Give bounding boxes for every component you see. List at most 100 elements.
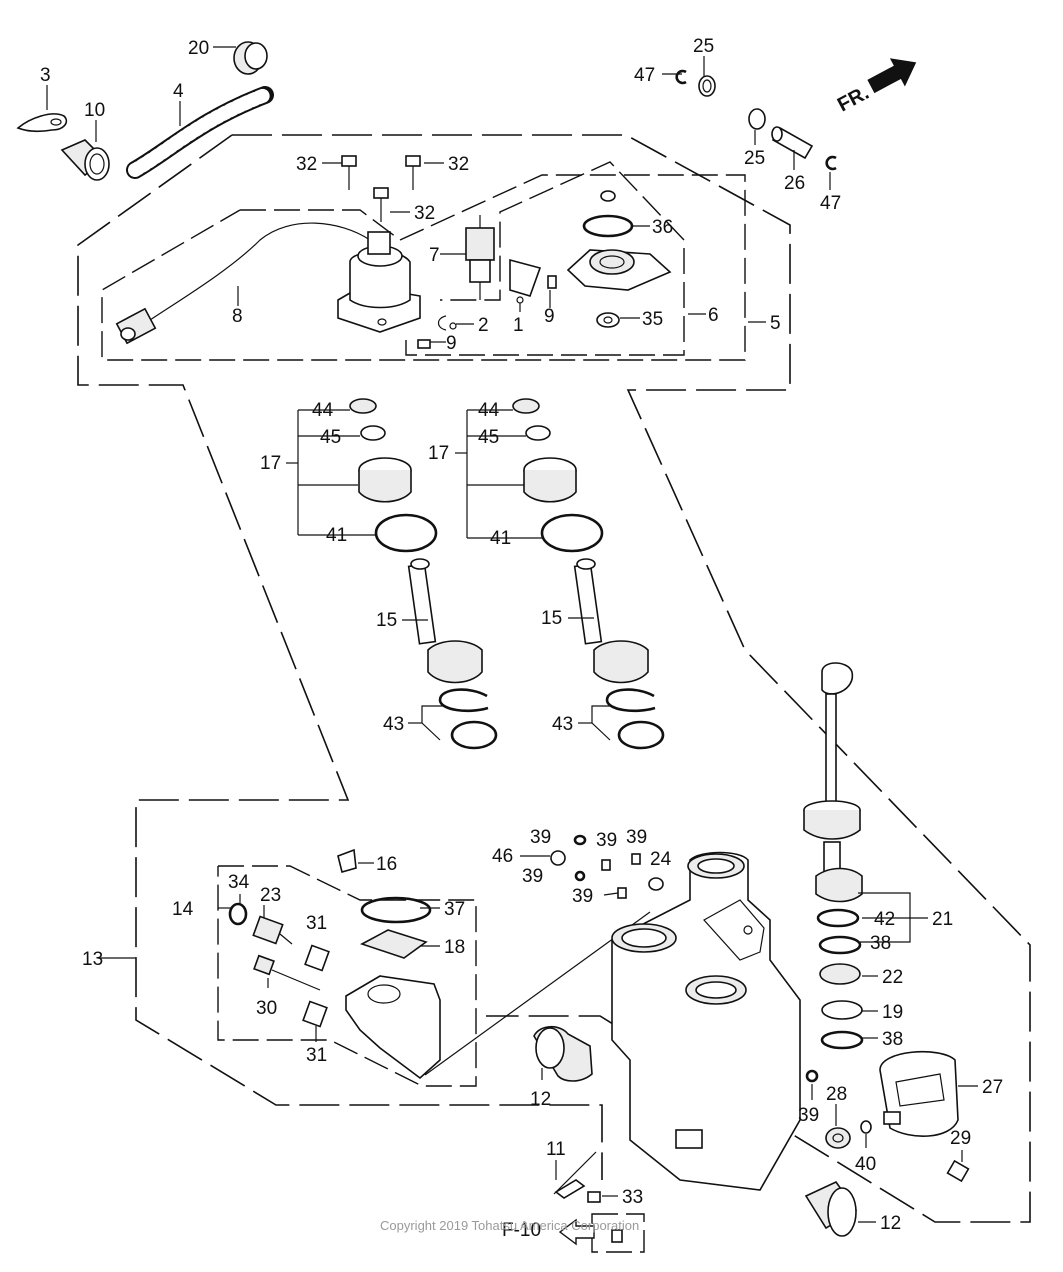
callout-36: 36 xyxy=(652,217,673,238)
part-47-clip-right xyxy=(825,155,837,171)
assembly-inner-boundary xyxy=(405,161,685,356)
callout-15-right: 15 xyxy=(541,608,562,629)
part-29-bolt xyxy=(946,1159,970,1183)
part-8-motor-cable xyxy=(115,222,371,345)
cylinder-cap-right xyxy=(512,398,604,553)
callout-41-left: 41 xyxy=(326,525,347,546)
part-31-plug-bottom xyxy=(302,1000,328,1028)
callout-7: 7 xyxy=(429,245,440,266)
callout-46: 46 xyxy=(492,846,513,867)
cylinder-cap-left xyxy=(349,398,438,553)
part-20-grommet xyxy=(233,41,268,75)
callout-10: 10 xyxy=(84,100,105,121)
part-26-pin xyxy=(771,126,814,160)
callout-47-right: 47 xyxy=(820,193,841,214)
part-35-nut xyxy=(596,312,620,328)
callout-34: 34 xyxy=(228,872,250,893)
callout-11: 11 xyxy=(546,1139,566,1160)
assembly-6-boundary xyxy=(101,174,746,361)
callout-44-left: 44 xyxy=(312,400,334,421)
part-43-rings-right xyxy=(605,688,665,750)
callout-39-f: 39 xyxy=(798,1105,819,1126)
part-40-washer xyxy=(860,1120,872,1134)
callout-12-left: 12 xyxy=(530,1089,551,1110)
callout-28: 28 xyxy=(826,1084,847,1105)
callout-44-right: 44 xyxy=(478,400,500,421)
callout-29: 29 xyxy=(950,1128,971,1149)
part-6-base xyxy=(566,190,672,291)
part-4-corrugated-tube xyxy=(126,86,274,179)
callout-14: 14 xyxy=(172,899,194,920)
callout-30: 30 xyxy=(256,998,277,1019)
callout-31-top: 31 xyxy=(306,913,327,934)
part-39-46-24-fittings xyxy=(550,834,664,899)
callout-18: 18 xyxy=(444,937,465,958)
part-7-armature xyxy=(465,215,495,300)
callout-8: 8 xyxy=(232,306,243,327)
callout-25-top: 25 xyxy=(693,36,714,57)
callout-16: 16 xyxy=(376,854,397,875)
callout-15-left: 15 xyxy=(376,610,397,631)
callout-17-left: 17 xyxy=(260,453,281,474)
callout-42: 42 xyxy=(874,909,895,930)
part-16-fitting xyxy=(337,848,357,873)
pump-body xyxy=(345,975,441,1080)
part-12-plug-left xyxy=(533,1025,593,1082)
callout-32-left: 32 xyxy=(296,154,317,175)
callout-32-lower: 32 xyxy=(414,203,435,224)
callout-40: 40 xyxy=(855,1154,876,1175)
callout-5: 5 xyxy=(770,313,781,334)
part-1-brush-holder xyxy=(509,258,542,304)
assembly-5-boundary xyxy=(232,134,1031,1223)
callout-12-bottom: 12 xyxy=(880,1213,901,1234)
callout-27: 27 xyxy=(982,1077,1003,1098)
part-39-oring-side xyxy=(805,1069,819,1083)
callout-26: 26 xyxy=(784,173,805,194)
callout-6: 6 xyxy=(708,305,719,326)
part-37-oring xyxy=(360,896,432,924)
part-32-bolts xyxy=(341,155,421,222)
part-47-clip-top xyxy=(675,69,687,85)
part-28-nut xyxy=(825,1127,851,1149)
copyright-notice: Copyright 2019 Tohatsu America Corporati… xyxy=(380,1218,639,1233)
callout-38-lower: 38 xyxy=(882,1029,903,1050)
callout-19: 19 xyxy=(882,1002,903,1023)
callout-43-right: 43 xyxy=(552,714,573,735)
callout-3: 3 xyxy=(40,65,51,86)
part-23-valve xyxy=(252,915,293,945)
callout-33: 33 xyxy=(622,1187,643,1208)
callout-31-bottom: 31 xyxy=(306,1045,327,1066)
part-12-plug-bottom xyxy=(804,1180,858,1237)
callout-43-left: 43 xyxy=(383,714,404,735)
reference-arrow-f10 xyxy=(558,1218,595,1246)
part-15-piston-right xyxy=(573,558,649,684)
cylinder-housing xyxy=(611,851,801,1191)
part-15-piston-left xyxy=(407,558,483,684)
part-43-rings-left xyxy=(438,688,498,750)
callout-47-top: 47 xyxy=(634,65,655,86)
callout-25-right: 25 xyxy=(744,148,765,169)
callout-45-right: 45 xyxy=(478,427,499,448)
callout-41-right: 41 xyxy=(490,528,511,549)
part-9-spring xyxy=(417,275,557,349)
callout-24: 24 xyxy=(650,849,672,870)
leader-lines xyxy=(46,46,978,1223)
callout-39-d: 39 xyxy=(522,866,543,887)
part-34-oring xyxy=(228,902,248,926)
part-11-wire-clip xyxy=(553,1151,597,1199)
part-10-grommet xyxy=(60,139,110,181)
part-36-oring xyxy=(582,214,634,238)
callout-9-right: 9 xyxy=(544,306,555,327)
callout-9-left: 9 xyxy=(446,333,457,354)
front-direction-arrow: FR. xyxy=(834,58,917,116)
part-3-clip xyxy=(16,113,68,133)
reference-label: F-10 xyxy=(502,1220,541,1241)
callout-39-a: 39 xyxy=(530,827,551,848)
callout-35: 35 xyxy=(642,309,663,330)
motor-housing xyxy=(337,231,421,333)
assembly-13-boundary xyxy=(217,865,477,1087)
part-18-gasket xyxy=(359,929,428,959)
part-2-brush xyxy=(437,315,457,331)
callout-4: 4 xyxy=(173,81,184,102)
